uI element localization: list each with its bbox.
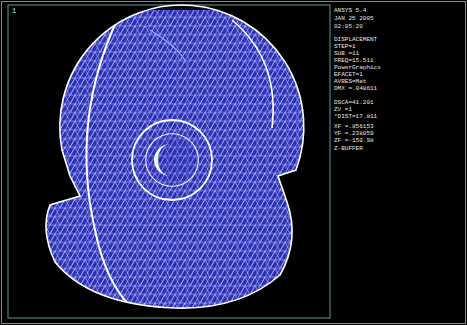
plot-info-text: ZF =-150.98 [334, 137, 374, 144]
window-number: 1 [12, 8, 16, 15]
plot-info-text: 02:05:20 [334, 23, 363, 30]
plot-info-text: DMX =.048611 [334, 85, 377, 92]
plot-info-text: *DIST=17.811 [334, 113, 377, 120]
plot-info-text: DSCA=41.201 [334, 99, 374, 106]
plot-info-text: XF =.856153 [334, 123, 374, 130]
plot-info-text: SUB =11 [334, 50, 359, 57]
plot-info-text: FREQ=15.511 [334, 57, 374, 64]
plot-info-text: ZV =1 [334, 106, 352, 113]
plot-info-text: Z-BUFFER [334, 145, 363, 152]
plot-info-text: ANSYS 5.4 [334, 7, 366, 14]
plot-info-text: STEP=1 [334, 43, 356, 50]
plot-info-text: YF =.238059 [334, 130, 374, 137]
plot-info-text: JAN 25 2005 [334, 15, 374, 22]
plot-info-text: DISPLACEMENT [334, 36, 377, 43]
plot-info-text: PowerGraphics [334, 64, 381, 71]
plot-info-text: AVRES=Mat [334, 78, 366, 85]
plot-info-text: EFACET=1 [334, 71, 363, 78]
